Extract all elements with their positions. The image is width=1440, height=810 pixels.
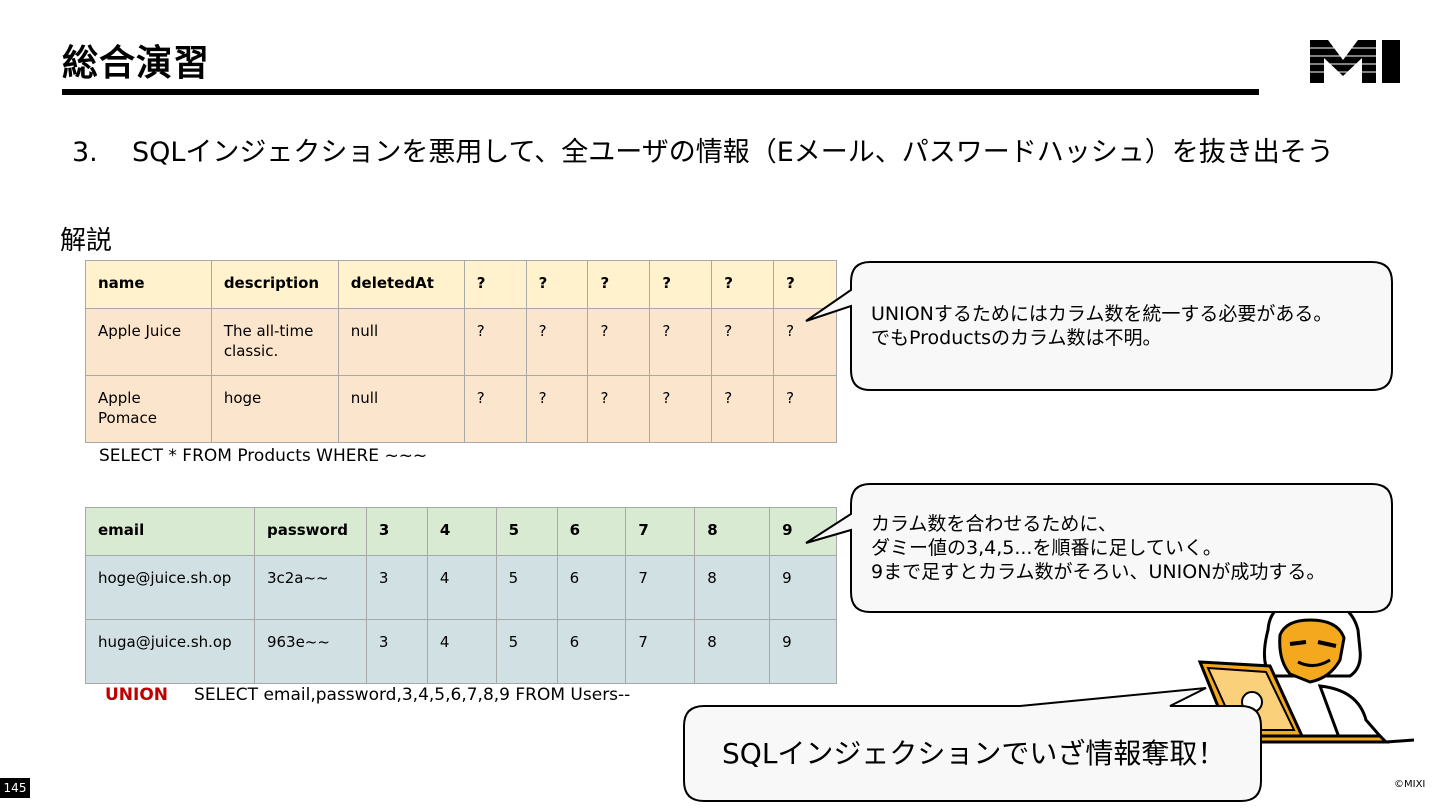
table-row: huga@juice.sh.op 963e~~ 3 4 5 6 7 8 9 [85, 619, 837, 684]
table-cell: ? [649, 308, 713, 376]
bubble1-line: でもProductsのカラム数は不明。 [871, 327, 1162, 349]
table-cell: 6 [556, 555, 627, 620]
task-number: 3. [72, 137, 98, 168]
hacker-illustration [1197, 596, 1415, 744]
task-text: SQLインジェクションを悪用して、全ユーザの情報（Eメール、パスワードハッシュ）… [132, 137, 1334, 168]
mixi-logo [1310, 40, 1400, 83]
table-cell: 963e~~ [253, 619, 367, 684]
products-query: SELECT * FROM Products WHERE ~~~ [99, 446, 428, 466]
header-cell: 8 [694, 507, 771, 556]
header-cell: ? [711, 260, 775, 309]
table-cell: 5 [495, 619, 558, 684]
header-cell: ? [773, 260, 837, 309]
table-cell: ? [525, 308, 589, 376]
table-cell: ? [463, 308, 527, 376]
header-cell: 5 [495, 507, 558, 556]
header-cell: name [85, 260, 212, 309]
table-cell: hoge [210, 375, 339, 443]
header-cell: 7 [625, 507, 696, 556]
union-query: UNION SELECT email,password,3,4,5,6,7,8,9… [105, 685, 630, 705]
table-cell: Apple Pomace [85, 375, 212, 443]
users-table: email password 3 4 5 6 7 8 9 hoge@juice.… [85, 507, 837, 684]
slide-title: 総合演習 [62, 43, 211, 84]
products-table: name description deletedAt ? ? ? ? ? ? A… [85, 260, 837, 443]
table-cell: 3c2a~~ [253, 555, 367, 620]
title-underline [62, 89, 1259, 95]
table-cell: 7 [625, 555, 696, 620]
table-cell: 3 [365, 619, 428, 684]
header-cell: email [85, 507, 255, 556]
table-cell: ? [587, 375, 651, 443]
table-cell: ? [587, 308, 651, 376]
header-cell: password [253, 507, 367, 556]
page-number: 145 [0, 778, 30, 798]
table-cell: 5 [495, 555, 558, 620]
header-cell: ? [463, 260, 527, 309]
table-cell: 7 [625, 619, 696, 684]
table-cell: ? [773, 375, 837, 443]
table-cell: ? [463, 375, 527, 443]
header-cell: 4 [426, 507, 497, 556]
union-query-rest: SELECT email,password,3,4,5,6,7,8,9 FROM… [194, 685, 631, 705]
table-cell: null [337, 308, 465, 376]
header-cell: description [210, 260, 339, 309]
users-header-row: email password 3 4 5 6 7 8 9 [85, 507, 837, 556]
header-cell: ? [525, 260, 589, 309]
table-cell: 4 [426, 555, 497, 620]
bubble3-text: SQLインジェクションでいざ情報奪取！ [722, 737, 1226, 770]
table-cell: null [337, 375, 465, 443]
header-cell: ? [587, 260, 651, 309]
table-cell: hoge@juice.sh.op [85, 555, 255, 620]
table-cell: ? [525, 375, 589, 443]
header-cell: ? [649, 260, 713, 309]
bubble1-text: UNIONするためにはカラム数を統一する必要がある。 でもProductsのカラ… [871, 302, 1332, 350]
table-cell: ? [711, 308, 775, 376]
header-cell: 6 [556, 507, 627, 556]
table-row: Apple Pomace hoge null ? ? ? ? ? ? [85, 375, 837, 443]
copyright: ©MIXI [1394, 779, 1426, 790]
union-keyword: UNION [105, 685, 169, 705]
bubble2-line: カラム数を合わせるために、 [871, 513, 1117, 535]
table-cell: 3 [365, 555, 428, 620]
table-row: hoge@juice.sh.op 3c2a~~ 3 4 5 6 7 8 9 [85, 555, 837, 620]
table-cell: Apple Juice [85, 308, 212, 376]
table-cell: The all-time classic. [210, 308, 339, 376]
table-cell: 4 [426, 619, 497, 684]
table-cell: ? [649, 375, 713, 443]
table-row: Apple Juice The all-time classic. null ?… [85, 308, 837, 376]
products-header-row: name description deletedAt ? ? ? ? ? ? [85, 260, 837, 309]
table-cell: 6 [556, 619, 627, 684]
table-cell: 8 [694, 555, 771, 620]
bubble2-line: ダミー値の3,4,5...を順番に足していく。 [871, 537, 1222, 559]
table-cell: huga@juice.sh.op [85, 619, 255, 684]
table-cell: ? [711, 375, 775, 443]
header-cell: 9 [769, 507, 837, 556]
bubble1-line: UNIONするためにはカラム数を統一する必要がある。 [871, 303, 1333, 325]
section-label: 解説 [60, 226, 113, 256]
header-cell: 3 [365, 507, 428, 556]
table-cell: 9 [769, 619, 837, 684]
bubble2-text: カラム数を合わせるために、 ダミー値の3,4,5...を順番に足していく。 9ま… [871, 512, 1325, 584]
table-cell: 8 [694, 619, 771, 684]
header-cell: deletedAt [337, 260, 465, 309]
bubble2-line: 9まで足すとカラム数がそろい、UNIONが成功する。 [871, 561, 1326, 583]
task-heading: 3. SQLインジェクションを悪用して、全ユーザの情報（Eメール、パスワードハッシ… [72, 130, 1334, 169]
table-cell: 9 [769, 555, 837, 620]
table-cell: ? [773, 308, 837, 376]
